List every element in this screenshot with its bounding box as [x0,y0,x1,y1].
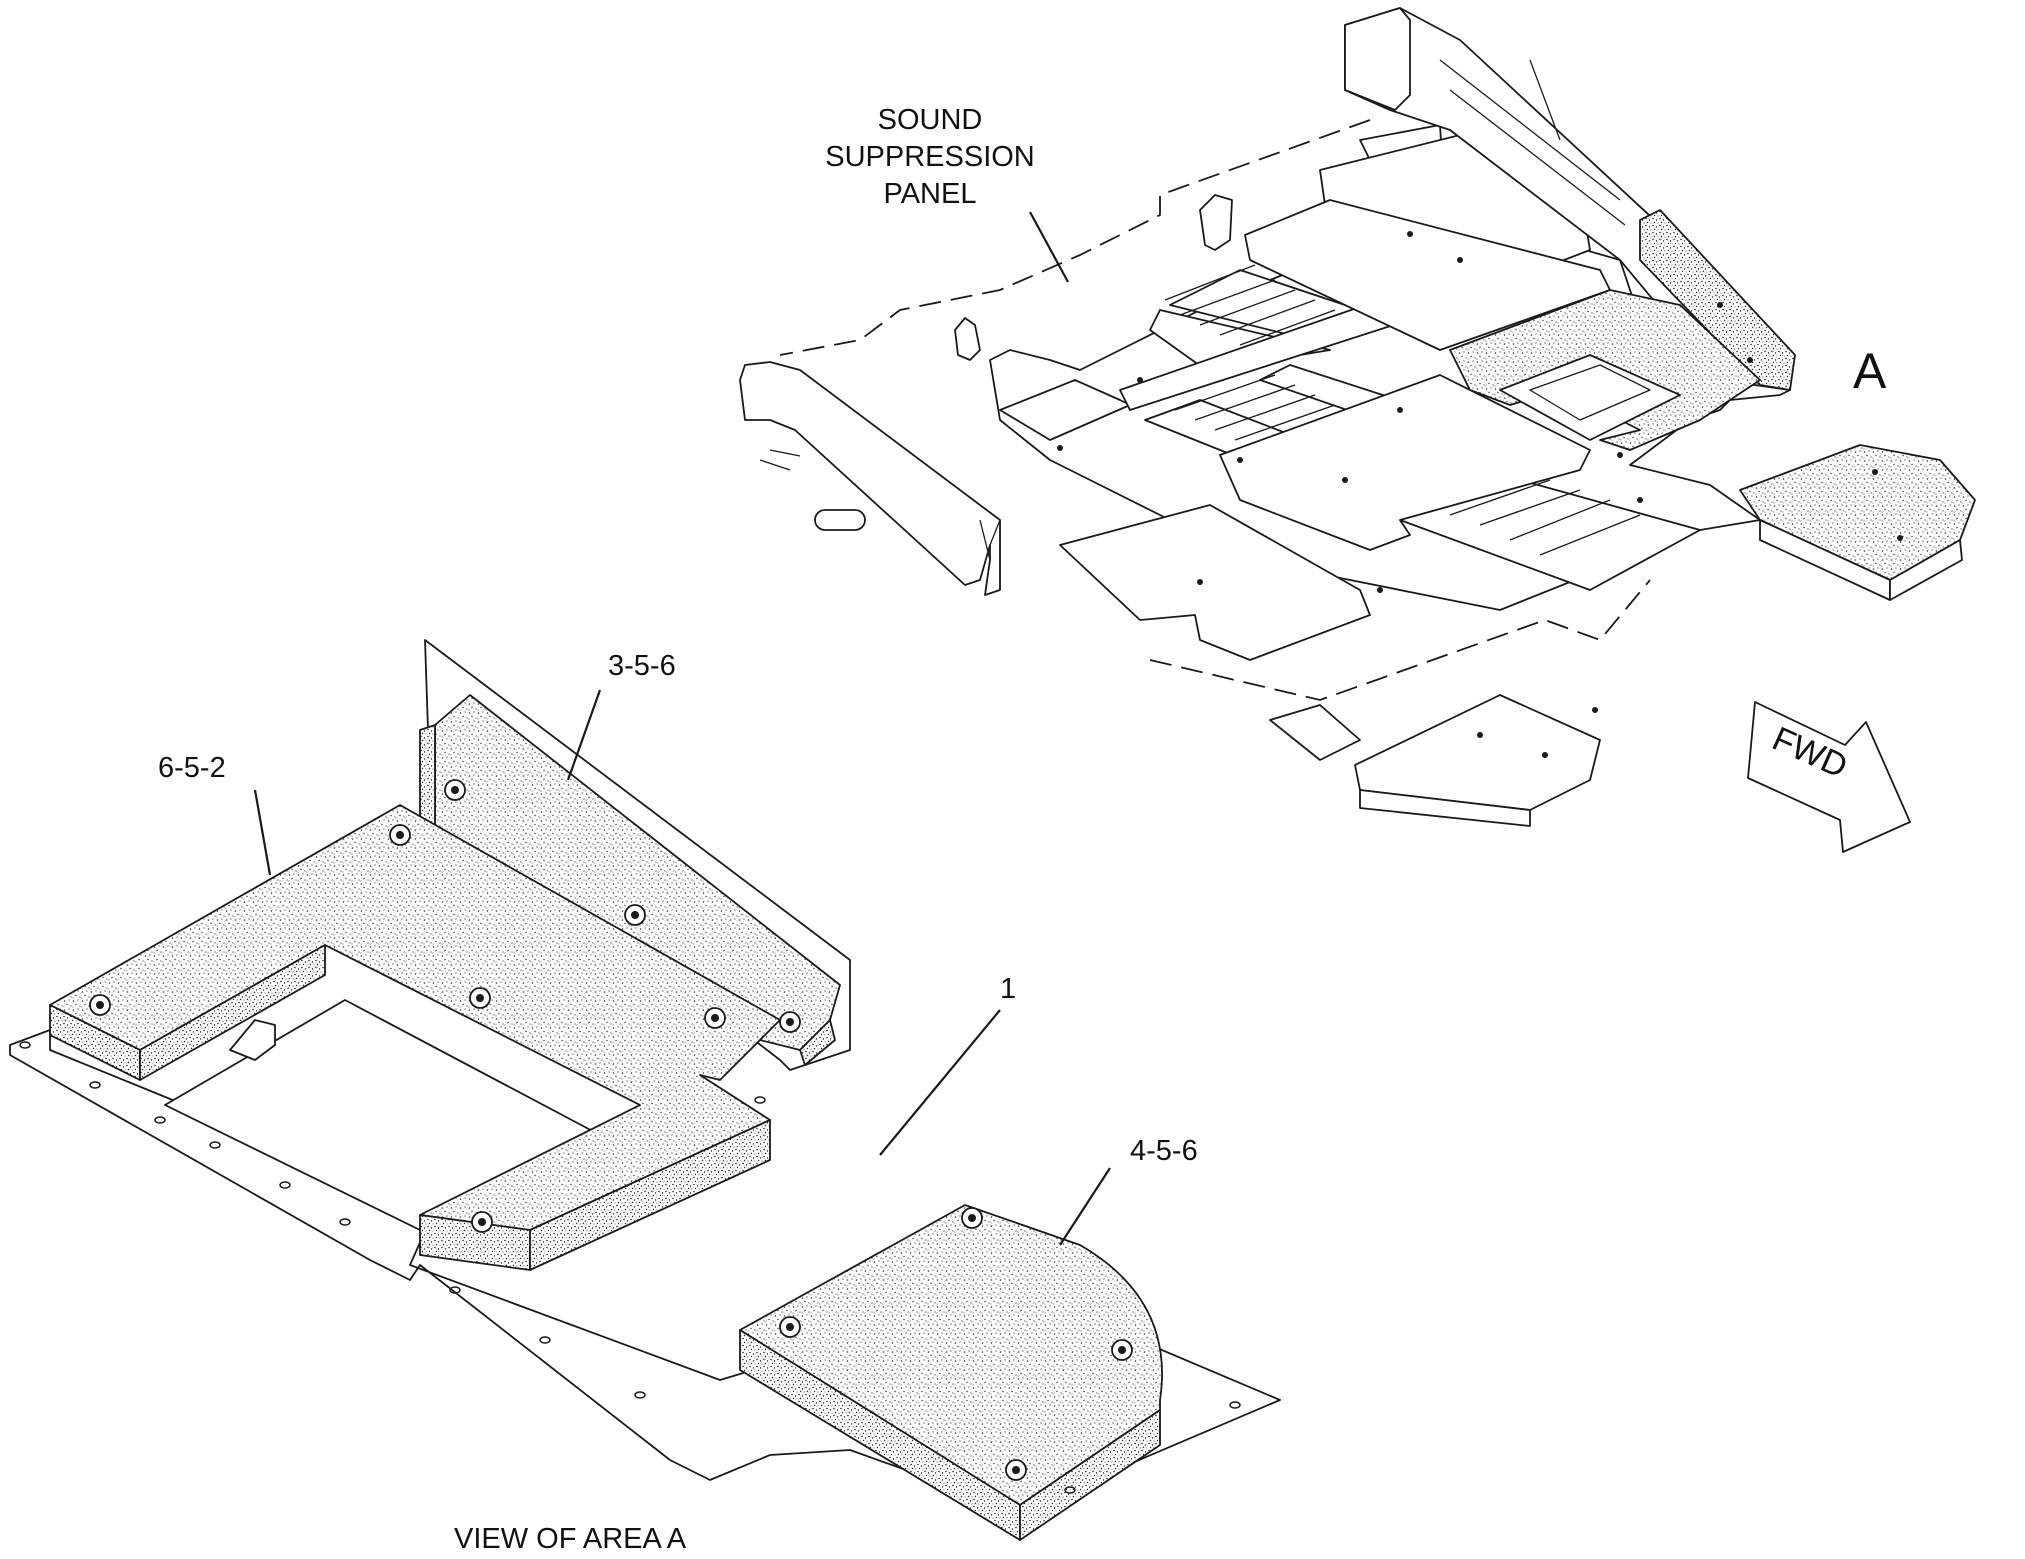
floor-assembly [739,7,1976,827]
sound-suppression-label-line3: PANEL [884,178,977,210]
wall-end-cap [1344,7,1411,111]
detail-view-area-a: 3-5-6 6-5-2 1 4-5-6 VIEW OF AREA A [9,639,1281,1555]
floor-outline-dashed [779,119,1651,701]
raised-panel-front [1059,504,1371,661]
wall-foam-strip [1639,209,1796,391]
fitting-box [1499,354,1681,441]
area-a-marker: A [1853,343,1887,399]
leader-6-5-2 [253,789,272,876]
detail-fasteners [89,779,1133,1481]
raised-panel-center [1219,374,1591,551]
upper-callouts: SOUND SUPPRESSION PANEL A [825,104,1887,399]
callout-1: 1 [1000,973,1016,1005]
leader-4-5-6 [1059,1167,1111,1246]
fwd-arrow-icon [1747,701,1911,853]
sound-suppression-label-line2: SUPPRESSION [825,141,1035,173]
leader-3-5-6 [566,689,602,781]
lower-front-pad [1354,694,1601,811]
lift-handle-right [1199,194,1233,251]
floor-slats [999,264,1701,591]
leader-1 [879,1009,1001,1156]
forward-arrow: FWD [1747,701,1911,853]
lift-handle-left [954,317,981,361]
floor-tab [1269,704,1361,761]
left-bulkhead-panel [739,361,1001,596]
sound-suppression-label-line1: SOUND [878,104,983,136]
callout-6-5-2: 6-5-2 [158,752,226,784]
callout-4-5-6: 4-5-6 [1130,1135,1198,1167]
handle [814,509,866,531]
plate-holes [19,1041,1241,1494]
view-caption: VIEW OF AREA A [454,1523,687,1555]
cutout-bracket [229,1019,276,1061]
callout-3-5-6: 3-5-6 [608,650,676,682]
fasteners [1057,231,1903,758]
foam-pad-4-5-6 [739,1204,1163,1506]
sound-suppression-leader [1029,211,1069,283]
